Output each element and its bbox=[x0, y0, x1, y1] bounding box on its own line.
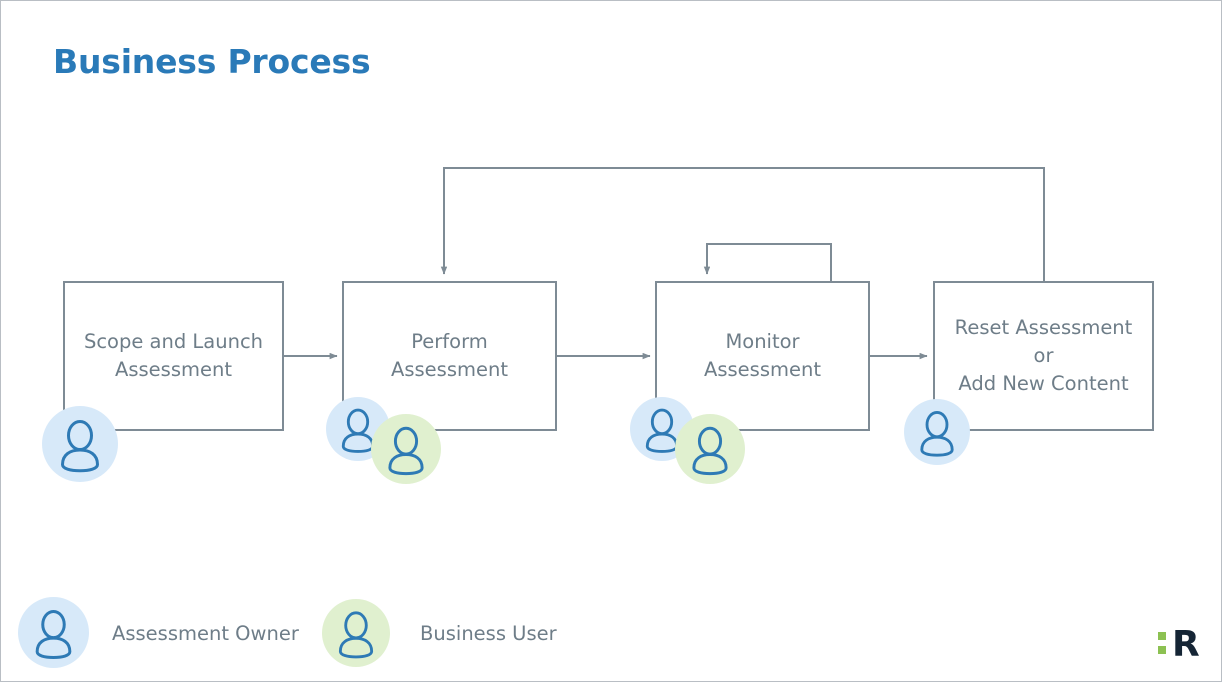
connector-reset-to-perform-feedback bbox=[440, 167, 1045, 281]
logo-dot-bottom bbox=[1158, 646, 1166, 654]
connector-monitor-self-loop bbox=[703, 243, 832, 281]
process-box-label: Scope and Launch Assessment bbox=[83, 330, 264, 381]
avatar-assessment-owner-reset bbox=[904, 399, 970, 465]
legend-label-business-user: Business User bbox=[420, 622, 557, 645]
process-box-label: Monitor Assessment bbox=[704, 330, 821, 381]
legend-swatch-assessment-owner bbox=[18, 597, 89, 668]
page-title: Business Process bbox=[53, 42, 371, 81]
brand-logo-icon: R bbox=[1158, 624, 1200, 663]
process-box-scope-and-launch-assessment[interactable]: Scope and Launch Assessment bbox=[63, 281, 284, 431]
legend-label-assessment-owner: Assessment Owner bbox=[112, 622, 299, 645]
logo-letter: R bbox=[1172, 624, 1200, 663]
process-box-reset-assessment-or-add-new-content[interactable]: Reset Assessment or Add New Content bbox=[933, 281, 1154, 431]
process-box-label: Perform Assessment bbox=[391, 330, 508, 381]
process-box-perform-assessment[interactable]: Perform Assessment bbox=[342, 281, 557, 431]
process-box-label: Reset Assessment or Add New Content bbox=[954, 316, 1133, 395]
legend-swatch-business-user bbox=[322, 599, 390, 667]
logo-dot-top bbox=[1158, 632, 1166, 640]
avatar-business-user-monitor bbox=[675, 414, 745, 484]
avatar-assessment-owner-scope bbox=[42, 406, 118, 482]
avatar-business-user-perform bbox=[371, 414, 441, 484]
process-box-monitor-assessment[interactable]: Monitor Assessment bbox=[655, 281, 870, 431]
